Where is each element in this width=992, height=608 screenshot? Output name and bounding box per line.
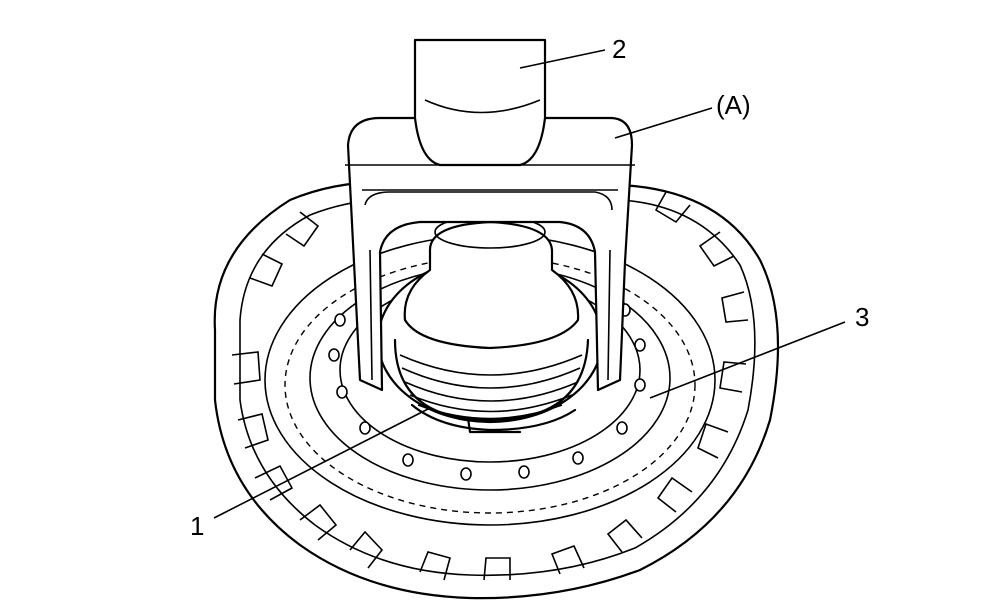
callout-3: 3 — [855, 302, 869, 332]
press-ram — [413, 38, 547, 167]
callout-a: (A) — [716, 90, 751, 120]
leader-lines — [213, 49, 846, 519]
center-hub — [376, 209, 604, 434]
callout-1: 1 — [190, 511, 204, 541]
callout-2: 2 — [612, 34, 626, 64]
special-tool-fork — [345, 116, 635, 392]
